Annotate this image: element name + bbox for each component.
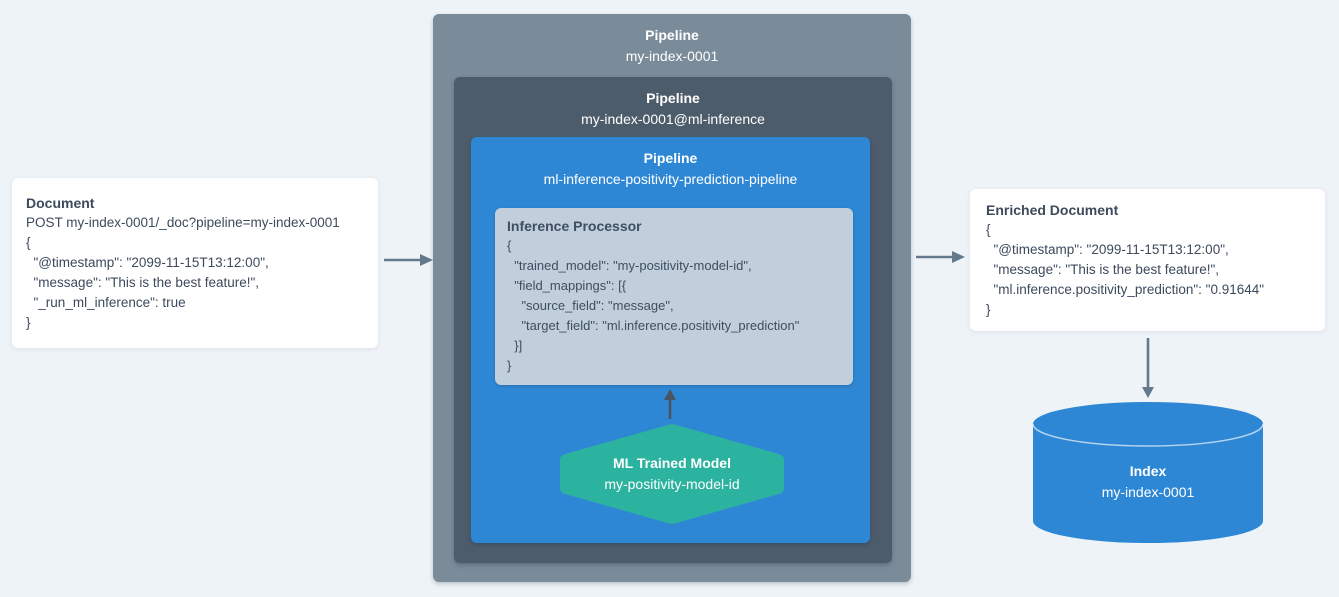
ml-trained-model-text: ML Trained Model my-positivity-model-id [560, 424, 784, 524]
code-line: "@timestamp": "2099-11-15T13:12:00", [26, 255, 269, 270]
code-line: "trained_model": "my-positivity-model-id… [507, 258, 752, 273]
code-line: "field_mappings": [{ [507, 278, 627, 293]
enriched-document-title: Enriched Document [986, 202, 1119, 218]
document-card-title: Document [26, 195, 95, 211]
pipeline-label: Pipeline [643, 150, 698, 166]
pipeline-outer-title: Pipeline my-index-0001 [433, 14, 911, 67]
arrow-up-icon [664, 389, 676, 419]
code-line: { [986, 222, 991, 237]
ml-trained-model-name: my-positivity-model-id [604, 476, 740, 492]
index-text: Index my-index-0001 [1033, 402, 1263, 543]
inference-processor-title: Inference Processor [507, 218, 642, 234]
code-line: "message": "This is the best feature!", [26, 275, 260, 290]
ml-trained-model-title: ML Trained Model [613, 455, 731, 471]
hexagon-icon [560, 424, 784, 524]
code-line: }] [507, 338, 523, 353]
code-line: "message": "This is the best feature!", [986, 262, 1220, 277]
pipeline-label: Pipeline [646, 90, 700, 106]
database-cylinder-icon [1032, 402, 1264, 543]
pipeline-inference-box: Pipeline my-index-0001@ml-inference Pipe… [454, 77, 892, 563]
code-line: { [507, 238, 512, 253]
arrow-down-icon [1142, 338, 1154, 398]
code-line: "@timestamp": "2099-11-15T13:12:00", [986, 242, 1229, 257]
inference-processor-panel: Inference Processor { "trained_model": "… [495, 208, 853, 385]
index-name: my-index-0001 [1101, 483, 1195, 500]
pipeline-ml-title: Pipeline ml-inference-positivity-predict… [471, 137, 870, 190]
pipeline-name: my-index-0001 [625, 48, 719, 64]
arrow-right-icon [916, 251, 965, 263]
pipeline-label: Pipeline [645, 27, 699, 43]
pipeline-name: my-index-0001@ml-inference [581, 111, 765, 127]
index-cylinder: Index my-index-0001 [1032, 402, 1264, 543]
code-line: "ml.inference.positivity_prediction": "0… [986, 282, 1265, 297]
ml-trained-model-hexagon: ML Trained Model my-positivity-model-id [560, 424, 784, 524]
code-line: } [507, 358, 512, 373]
code-line: "_run_ml_inference": true [26, 295, 186, 310]
code-line: POST my-index-0001/_doc?pipeline=my-inde… [26, 215, 340, 230]
code-line: "source_field": "message", [507, 298, 674, 313]
document-card: Document POST my-index-0001/_doc?pipelin… [12, 178, 378, 348]
pipeline-inference-title: Pipeline my-index-0001@ml-inference [454, 77, 892, 130]
code-line: } [986, 302, 991, 317]
enriched-document-card: Enriched Document { "@timestamp": "2099-… [970, 189, 1325, 331]
code-line: } [26, 315, 31, 330]
pipeline-outer-box: Pipeline my-index-0001 Pipeline my-index… [433, 14, 911, 582]
code-line: { [26, 235, 31, 250]
code-line: "target_field": "ml.inference.positivity… [507, 318, 800, 333]
index-title: Index [1129, 462, 1167, 479]
pipeline-ml-box: Pipeline ml-inference-positivity-predict… [471, 137, 870, 543]
arrow-right-icon [384, 254, 433, 266]
pipeline-name: ml-inference-positivity-prediction-pipel… [543, 171, 798, 187]
